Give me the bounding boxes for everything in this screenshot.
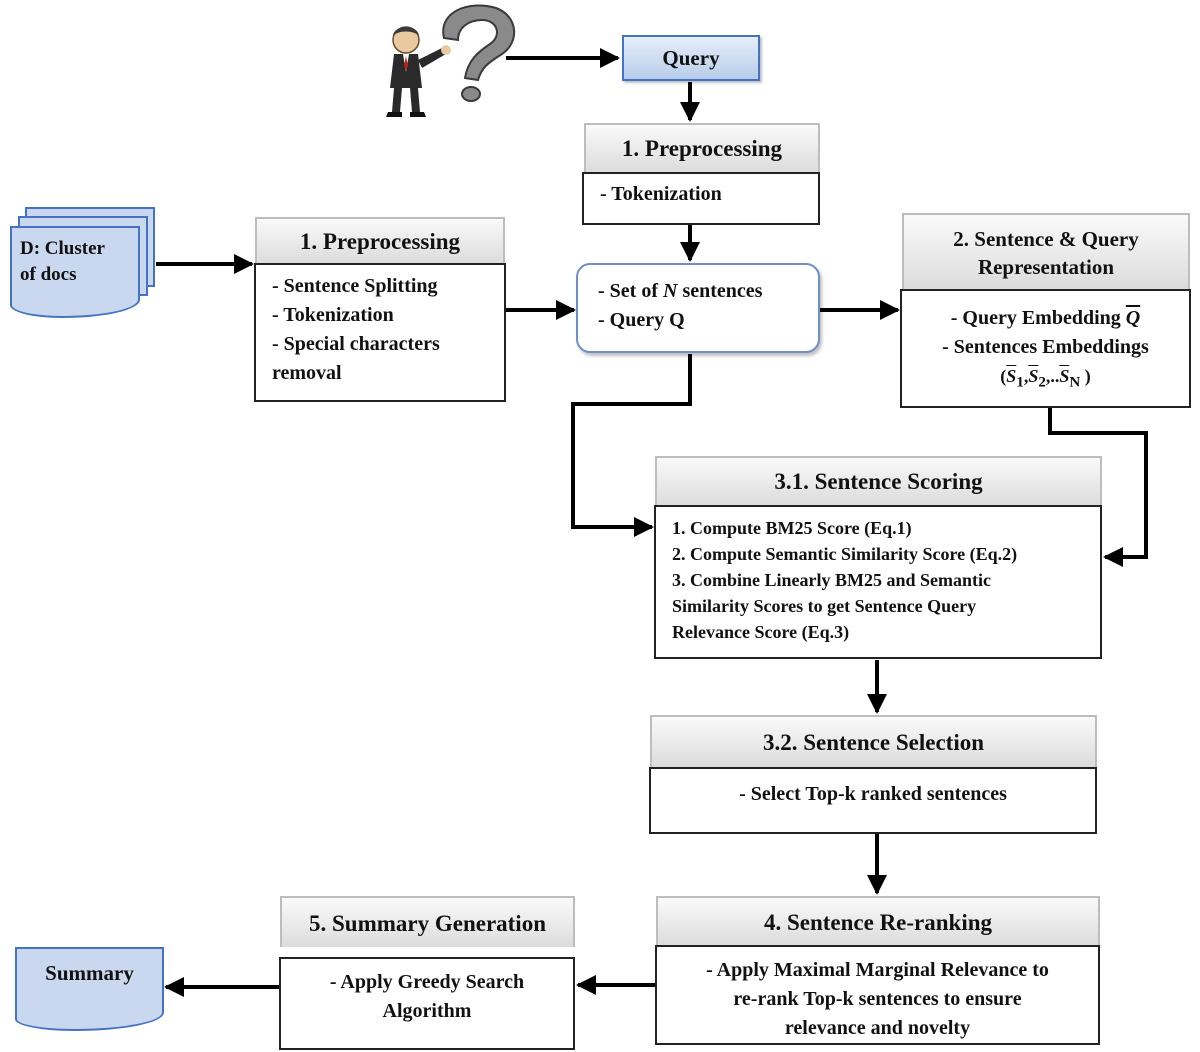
arrow-sets-to-scoring — [571, 354, 692, 537]
user-question-icon — [386, 4, 516, 117]
generation-item: Algorithm — [382, 1000, 472, 1022]
scoring-step: Relevance Score (Eq.3) — [672, 622, 850, 642]
representation-header: 2. Sentence & Query Representation — [902, 213, 1190, 289]
reranking-item: - Apply Maximal Marginal Relevance to — [706, 959, 1049, 981]
preprocessing-docs-body: - Sentence Splitting - Tokenization - Sp… — [254, 263, 506, 402]
preprocessing-query-body: - Tokenization — [582, 172, 820, 225]
selection-header: 3.2. Sentence Selection — [650, 715, 1097, 767]
summary-document: Summary — [15, 947, 164, 1031]
scoring-step: 1. Compute BM25 Score (Eq.1) — [672, 518, 912, 538]
selection-body: - Select Top-k ranked sentences — [649, 767, 1097, 834]
reranking-item: relevance and novelty — [784, 1017, 971, 1039]
arrow-representation-to-scoring — [1048, 408, 1148, 567]
sentence-vectors-text: (S1,S2,..SN ) — [1000, 366, 1091, 391]
query-label: Query — [662, 46, 720, 70]
query-q-text: - Query Q — [598, 309, 685, 331]
docs-label: D: Cluster — [20, 238, 105, 259]
scoring-step: Similarity Scores to get Sentence Query — [672, 596, 977, 616]
query-embedding-text: - Query Embedding Q — [950, 307, 1141, 329]
reranking-item: re-rank Top-k sentences to ensure — [733, 988, 1022, 1010]
sentence-embeddings-text: - Sentences Embeddings — [942, 336, 1149, 358]
representation-title-cont: Representation — [977, 255, 1115, 279]
summary-label: Summary — [45, 961, 134, 985]
preprocessing-query-item: - Tokenization — [600, 183, 722, 205]
query-box: Query — [622, 35, 760, 81]
preprocessing-docs-header: 1. Preprocessing — [255, 217, 505, 263]
doc-sheet-front: D: Cluster of docs — [10, 226, 140, 318]
scoring-step: 3. Combine Linearly BM25 and Semantic — [672, 570, 992, 590]
sentences-set-text: - Set of N sentences — [598, 280, 763, 302]
scoring-title: 3.1. Sentence Scoring — [774, 469, 983, 494]
preprocessing-query-header: 1. Preprocessing — [584, 123, 820, 172]
preprocessing-docs-item: removal — [272, 362, 342, 384]
scoring-header: 3.1. Sentence Scoring — [655, 456, 1102, 505]
reranking-header: 4. Sentence Re-ranking — [656, 896, 1100, 945]
generation-header: 5. Summary Generation — [280, 896, 575, 947]
representation-title: 2. Sentence & Query — [953, 227, 1139, 251]
preprocessing-docs-item: - Special characters — [272, 333, 440, 355]
preprocessing-query-title: 1. Preprocessing — [621, 136, 783, 161]
scoring-step: 2. Compute Semantic Similarity Score (Eq… — [672, 544, 1018, 564]
generation-body: - Apply Greedy Search Algorithm — [279, 957, 575, 1050]
reranking-title: 4. Sentence Re-ranking — [763, 910, 993, 935]
generation-title: 5. Summary Generation — [308, 911, 546, 936]
preprocessing-docs-title: 1. Preprocessing — [299, 229, 461, 254]
sentences-query-box: - Set of N sentences - Query Q — [576, 263, 820, 353]
generation-item: - Apply Greedy Search — [329, 971, 525, 993]
representation-body: - Query Embedding Q - Sentences Embeddin… — [900, 289, 1191, 408]
reranking-body: - Apply Maximal Marginal Relevance to re… — [655, 945, 1100, 1045]
preprocessing-docs-item: - Tokenization — [272, 304, 394, 326]
selection-title: 3.2. Sentence Selection — [762, 730, 984, 755]
scoring-body: 1. Compute BM25 Score (Eq.1) 2. Compute … — [654, 505, 1102, 659]
preprocessing-docs-item: - Sentence Splitting — [272, 275, 438, 297]
selection-item: - Select Top-k ranked sentences — [739, 783, 1007, 805]
docs-label-cont: of docs — [20, 264, 77, 285]
